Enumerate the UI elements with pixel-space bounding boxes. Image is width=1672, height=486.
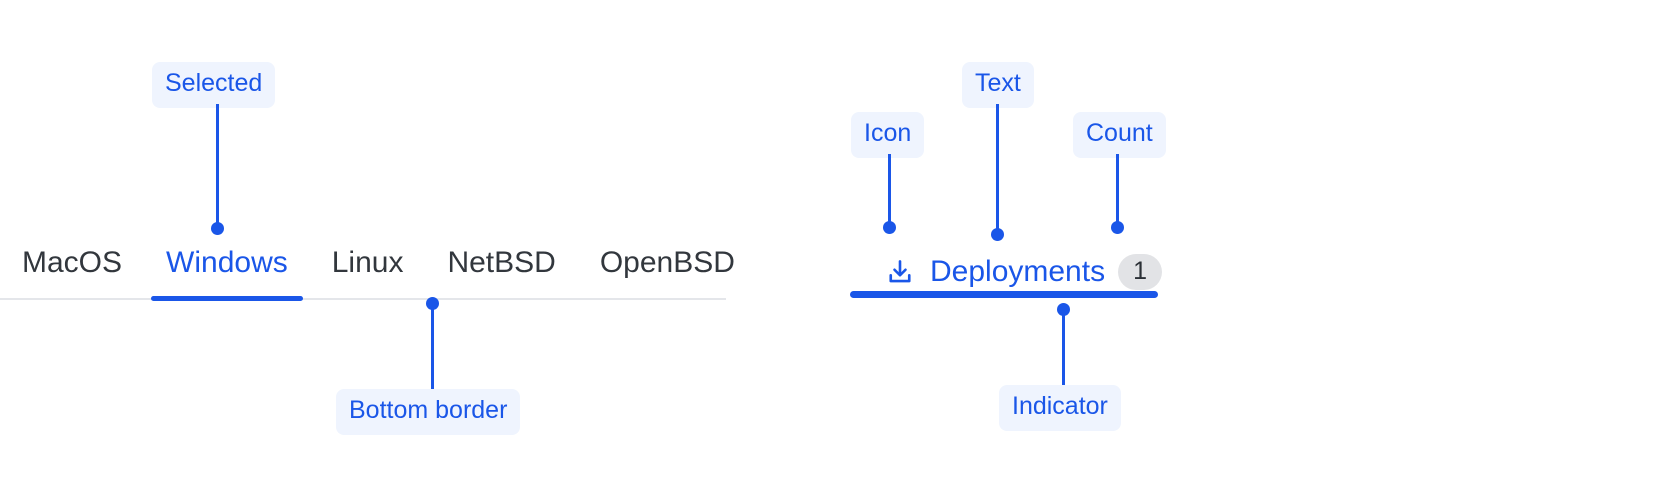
annotation-dot-count xyxy=(1111,221,1124,234)
tab-label: Linux xyxy=(331,246,404,279)
annotation-dot-text xyxy=(991,228,1004,241)
annotation-dot-selected xyxy=(211,222,224,235)
tab-item-deployments[interactable]: Deployments 1 xyxy=(850,248,1163,298)
tab-list: MacOS Windows Linux NetBSD OpenBSD xyxy=(0,246,757,301)
tab-item-content: Deployments 1 xyxy=(850,248,1163,295)
annotation-label-selected: Selected xyxy=(152,62,276,108)
tab-label: NetBSD xyxy=(447,246,556,279)
annotation-leader-line-indicator xyxy=(1062,309,1065,387)
tab-openbsd[interactable]: OpenBSD xyxy=(578,248,757,278)
annotation-leader-line-count xyxy=(1116,154,1119,226)
tab-selected-underline xyxy=(151,296,303,301)
annotation-label-text: Text xyxy=(962,62,1034,108)
tab-windows[interactable]: Windows xyxy=(144,246,310,301)
annotation-label-icon: Icon xyxy=(851,112,925,158)
tab-netbsd[interactable]: NetBSD xyxy=(425,248,577,278)
annotation-label-bottom-border: Bottom border xyxy=(336,389,521,435)
tab-label: MacOS xyxy=(22,246,123,279)
download-icon xyxy=(885,257,915,287)
annotation-dot-icon xyxy=(883,221,896,234)
tab-label: OpenBSD xyxy=(599,246,735,279)
annotation-leader-line-bottom-border xyxy=(431,303,434,391)
tab-item-indicator xyxy=(850,291,1158,298)
tab-item-label: Deployments xyxy=(930,254,1106,288)
tab-item-count-badge: 1 xyxy=(1118,253,1163,290)
annotation-leader-line-icon xyxy=(888,154,891,226)
annotation-leader-line-selected xyxy=(216,104,219,230)
tab-label: Windows xyxy=(166,246,288,279)
annotation-label-indicator: Indicator xyxy=(999,385,1121,431)
tab-bar: MacOS Windows Linux NetBSD OpenBSD xyxy=(0,248,735,301)
tab-linux[interactable]: Linux xyxy=(310,248,426,278)
annotation-label-count: Count xyxy=(1073,112,1166,158)
annotation-leader-line-text xyxy=(996,104,999,232)
tab-macos[interactable]: MacOS xyxy=(0,248,144,278)
